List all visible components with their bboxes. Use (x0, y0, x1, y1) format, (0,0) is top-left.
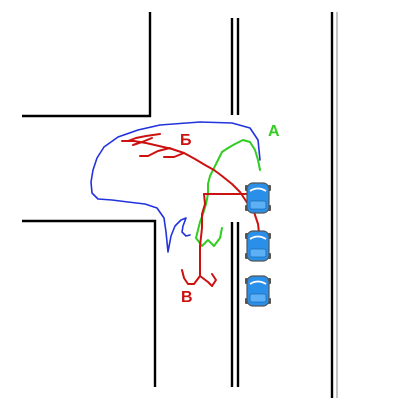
left-road-bottom-edge (22, 219, 157, 387)
route-v-main-path (121, 140, 263, 259)
route-a-path (195, 139, 261, 247)
route-v-group (121, 133, 263, 287)
route-v-branch-3 (139, 147, 171, 157)
route-v-hook (181, 269, 201, 285)
car-3 (245, 275, 271, 307)
route-v-arrow-tail (199, 273, 217, 287)
car-2 (245, 230, 271, 262)
route-v-stem (199, 193, 206, 277)
car-1 (245, 182, 271, 214)
car-top-view-icon (245, 275, 271, 307)
car-top-view-icon (245, 230, 271, 262)
route-b-path (90, 121, 261, 253)
route-v-branch-2 (132, 137, 153, 146)
left-road-top-edge (22, 12, 152, 118)
label-v: В (181, 289, 193, 306)
route-v-branch-4 (163, 152, 185, 158)
label-b: Б (180, 132, 192, 149)
road-edges (22, 12, 338, 398)
route-v-branch-1 (127, 133, 161, 142)
label-a: А (268, 123, 280, 140)
car-top-view-icon (245, 182, 271, 214)
